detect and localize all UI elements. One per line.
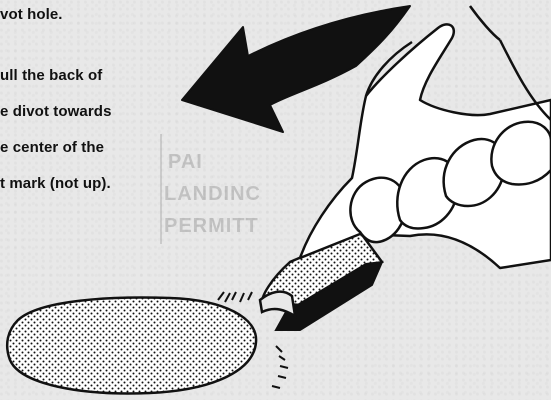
- divot-patch-icon: [7, 298, 256, 394]
